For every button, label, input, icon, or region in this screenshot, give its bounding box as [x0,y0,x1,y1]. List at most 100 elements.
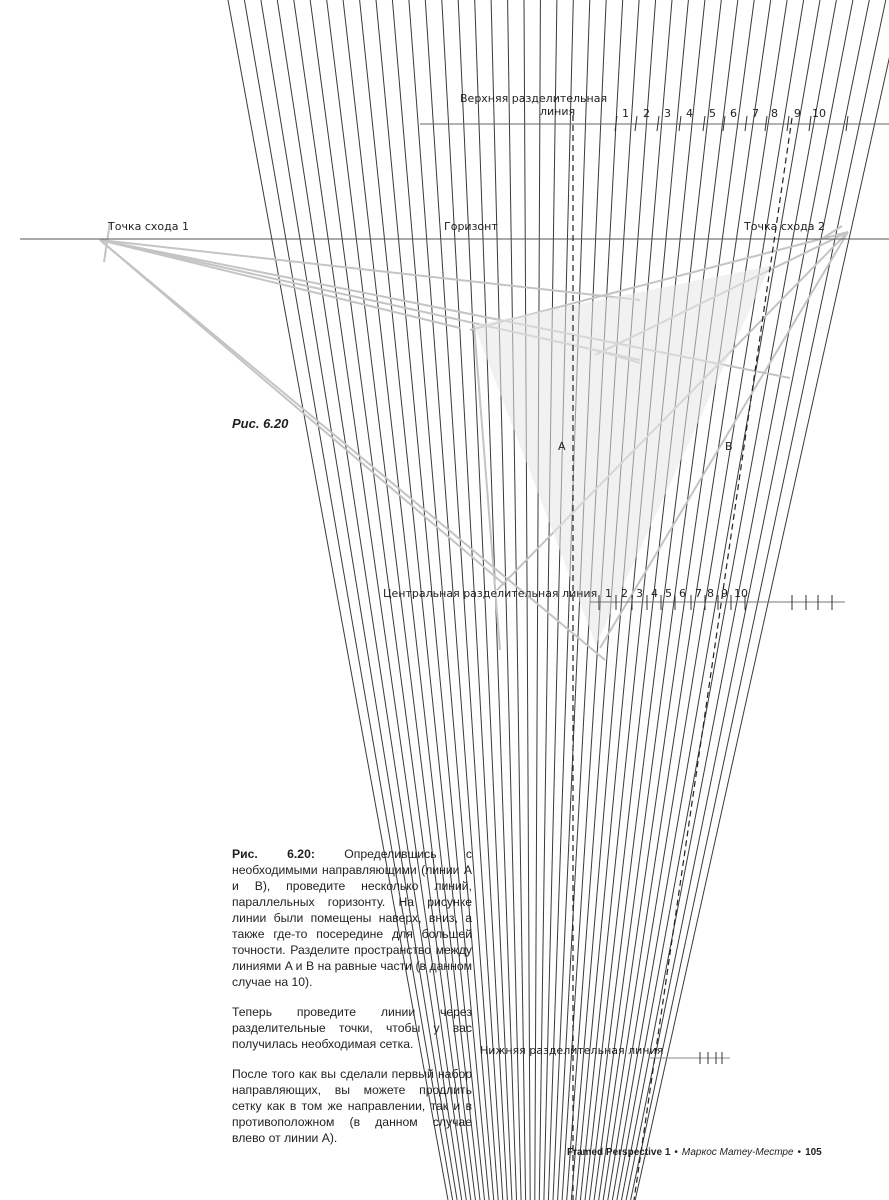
tick [634,115,638,132]
vanishing-point-1-label: Точка схода 1 [108,220,189,233]
grid-line [391,0,495,1200]
division-number: 1 [622,107,629,120]
division-number: 1 [605,587,612,600]
guide-line-b [633,117,793,1200]
line-b-label: B [725,440,733,453]
line-a-label: A [558,440,566,453]
tick [808,115,812,132]
grid-line [630,0,887,1200]
division-number: 9 [721,587,728,600]
division-number: 9 [794,107,801,120]
division-number: 4 [651,587,658,600]
construction-line [99,239,461,329]
grid-line [593,0,755,1200]
center-divider-label: Центральная разделительная линия [383,587,598,600]
vanishing-point-2-label: Точка схода 2 [744,220,825,233]
divider-ticks [598,115,849,1064]
grid-line [621,0,854,1200]
caption-text-1: Определившись с необходимыми направляющи… [232,847,472,989]
grid-line [309,0,472,1200]
caption-paragraph-1: Рис. 6.20: Определившись с необходимыми … [232,846,472,990]
grid-line [543,0,574,1200]
top-divider-label-line2: линия [539,105,576,118]
grid-line [424,0,504,1200]
construction-line [99,239,506,586]
tick [722,115,726,132]
division-number: 7 [752,107,759,120]
grid-line [611,0,821,1200]
construction-line [103,221,111,263]
tick [614,115,618,132]
figure-number-label: Рис. 6.20 [232,416,289,431]
tick [702,115,706,132]
grid-line [607,0,805,1200]
grid-line [375,0,490,1200]
grid-line [227,0,449,1200]
caption-title: Рис. 6.20: [232,847,315,861]
grid-line [457,0,513,1200]
division-number: 2 [621,587,628,600]
footer-book-title: Framed Perspective 1 [567,1147,671,1158]
grid-line [616,0,837,1200]
division-number: 6 [679,587,686,600]
caption-paragraph-2: Теперь проведите линии через разделитель… [232,1005,472,1051]
tick [845,115,849,132]
tick [764,115,768,132]
division-number: 6 [730,107,737,120]
grid-line [570,0,673,1200]
grid-line [589,0,739,1200]
division-number: 10 [812,107,826,120]
grid-line [634,57,889,1200]
grid-line [408,0,499,1200]
grid-line [276,0,463,1200]
top-divider-label-line1: Верхняя разделительная [460,92,608,105]
tick [656,115,660,132]
construction-line [99,239,606,661]
tick [744,115,748,132]
caption-paragraph-3: После того как вы сделали первый набор н… [232,1067,472,1145]
figure-caption: Рис. 6.20: Определившись с необходимыми … [232,846,472,1160]
horizon-label: Горизонт [444,220,498,233]
grid-line [326,0,476,1200]
division-number: 2 [643,107,650,120]
grid-line [342,0,481,1200]
grid-line [441,0,508,1200]
footer-bullet-2: • [797,1147,802,1158]
grid-line [598,0,772,1200]
grid-line [584,0,722,1200]
division-number: 5 [709,107,716,120]
grid-line [538,0,558,1200]
division-number: 8 [771,107,778,120]
division-number: 3 [664,107,671,120]
grid-line [534,0,541,1200]
construction-line [599,231,849,649]
grid-line [507,0,527,1200]
grid-line [243,0,454,1200]
grid-line [293,0,467,1200]
division-number: 10 [734,587,748,600]
construction-line [819,225,843,241]
footer-bullet-1: • [674,1147,678,1158]
grid-line [602,0,788,1200]
division-number: 5 [665,587,672,600]
construction-line [99,239,641,301]
footer-author: Маркос Матеу-Местре [681,1147,794,1158]
bottom-divider-label: Нижняя разделительная линия [480,1044,664,1057]
grid-line [260,0,458,1200]
division-number: 8 [707,587,714,600]
grid-line [490,0,522,1200]
page-footer: Framed Perspective 1•Маркос Матеу-Местре… [567,1147,822,1158]
tick [786,115,790,132]
page-number: 105 [805,1147,822,1158]
top-divider-label: Верхняя разделительная линия [460,92,607,118]
grid-line [547,0,591,1200]
grid-line [523,0,531,1200]
division-number: 7 [695,587,702,600]
grid-line [579,0,706,1200]
division-number: 4 [686,107,693,120]
grid-line [359,0,485,1200]
tick [678,115,682,132]
division-number: 3 [636,587,643,600]
construction-line [473,324,501,651]
